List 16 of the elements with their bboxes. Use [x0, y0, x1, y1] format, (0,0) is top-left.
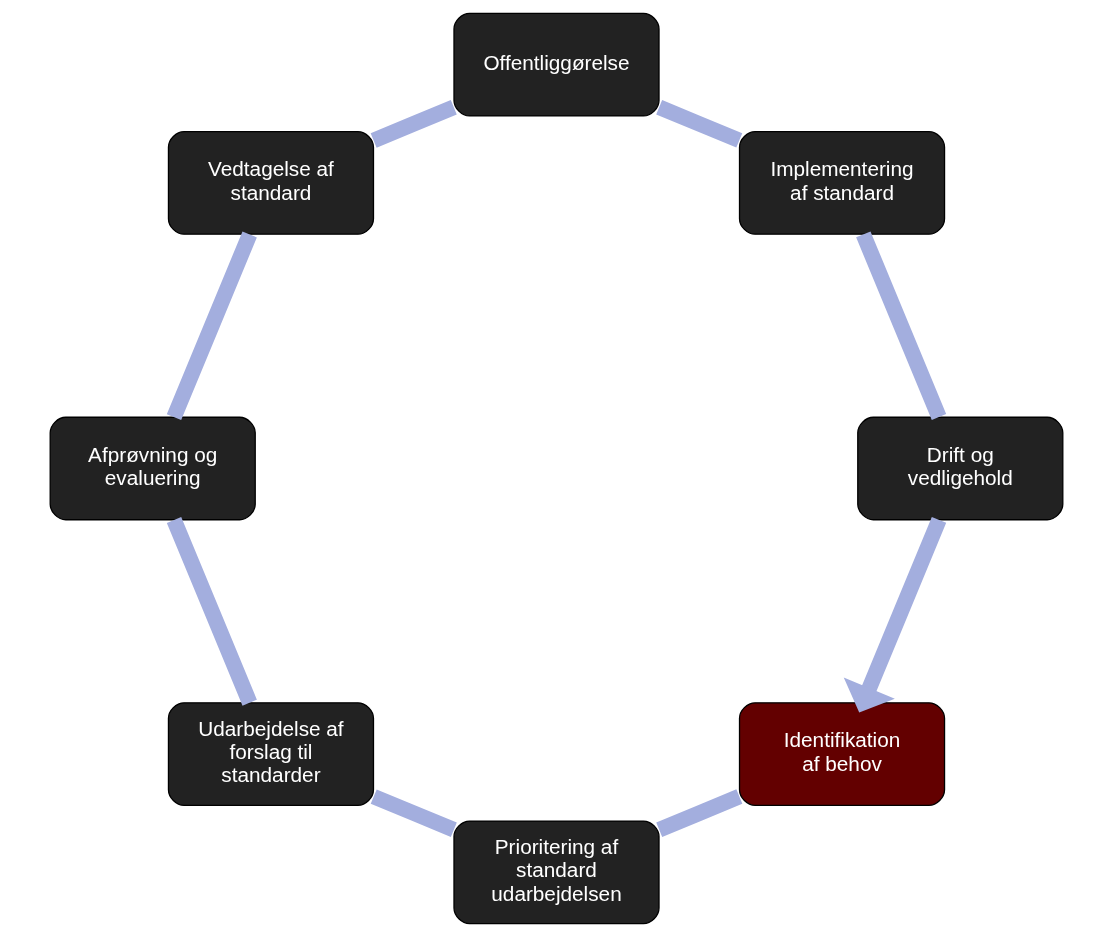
connector	[166, 516, 257, 706]
arrow	[843, 516, 947, 713]
connector	[370, 100, 457, 148]
node-box: Udarbejdelse af forslag til standarder	[167, 702, 375, 806]
node-box: Identifikation af behov	[738, 702, 946, 806]
connector	[166, 231, 257, 421]
connector	[370, 789, 457, 837]
node-box: Implementering af standard	[738, 131, 946, 235]
node-box: Drift og vedligehold	[857, 416, 1064, 521]
node-box: Afprøvning og evaluering	[49, 416, 256, 521]
connector	[656, 100, 743, 148]
node-box: Vedtagelse af standard	[167, 131, 375, 235]
connector	[656, 789, 743, 837]
node-box: Prioritering af standard udarbejdelsen	[453, 820, 660, 925]
node-box: Offentliggørelse	[453, 12, 660, 117]
connector	[856, 231, 947, 421]
